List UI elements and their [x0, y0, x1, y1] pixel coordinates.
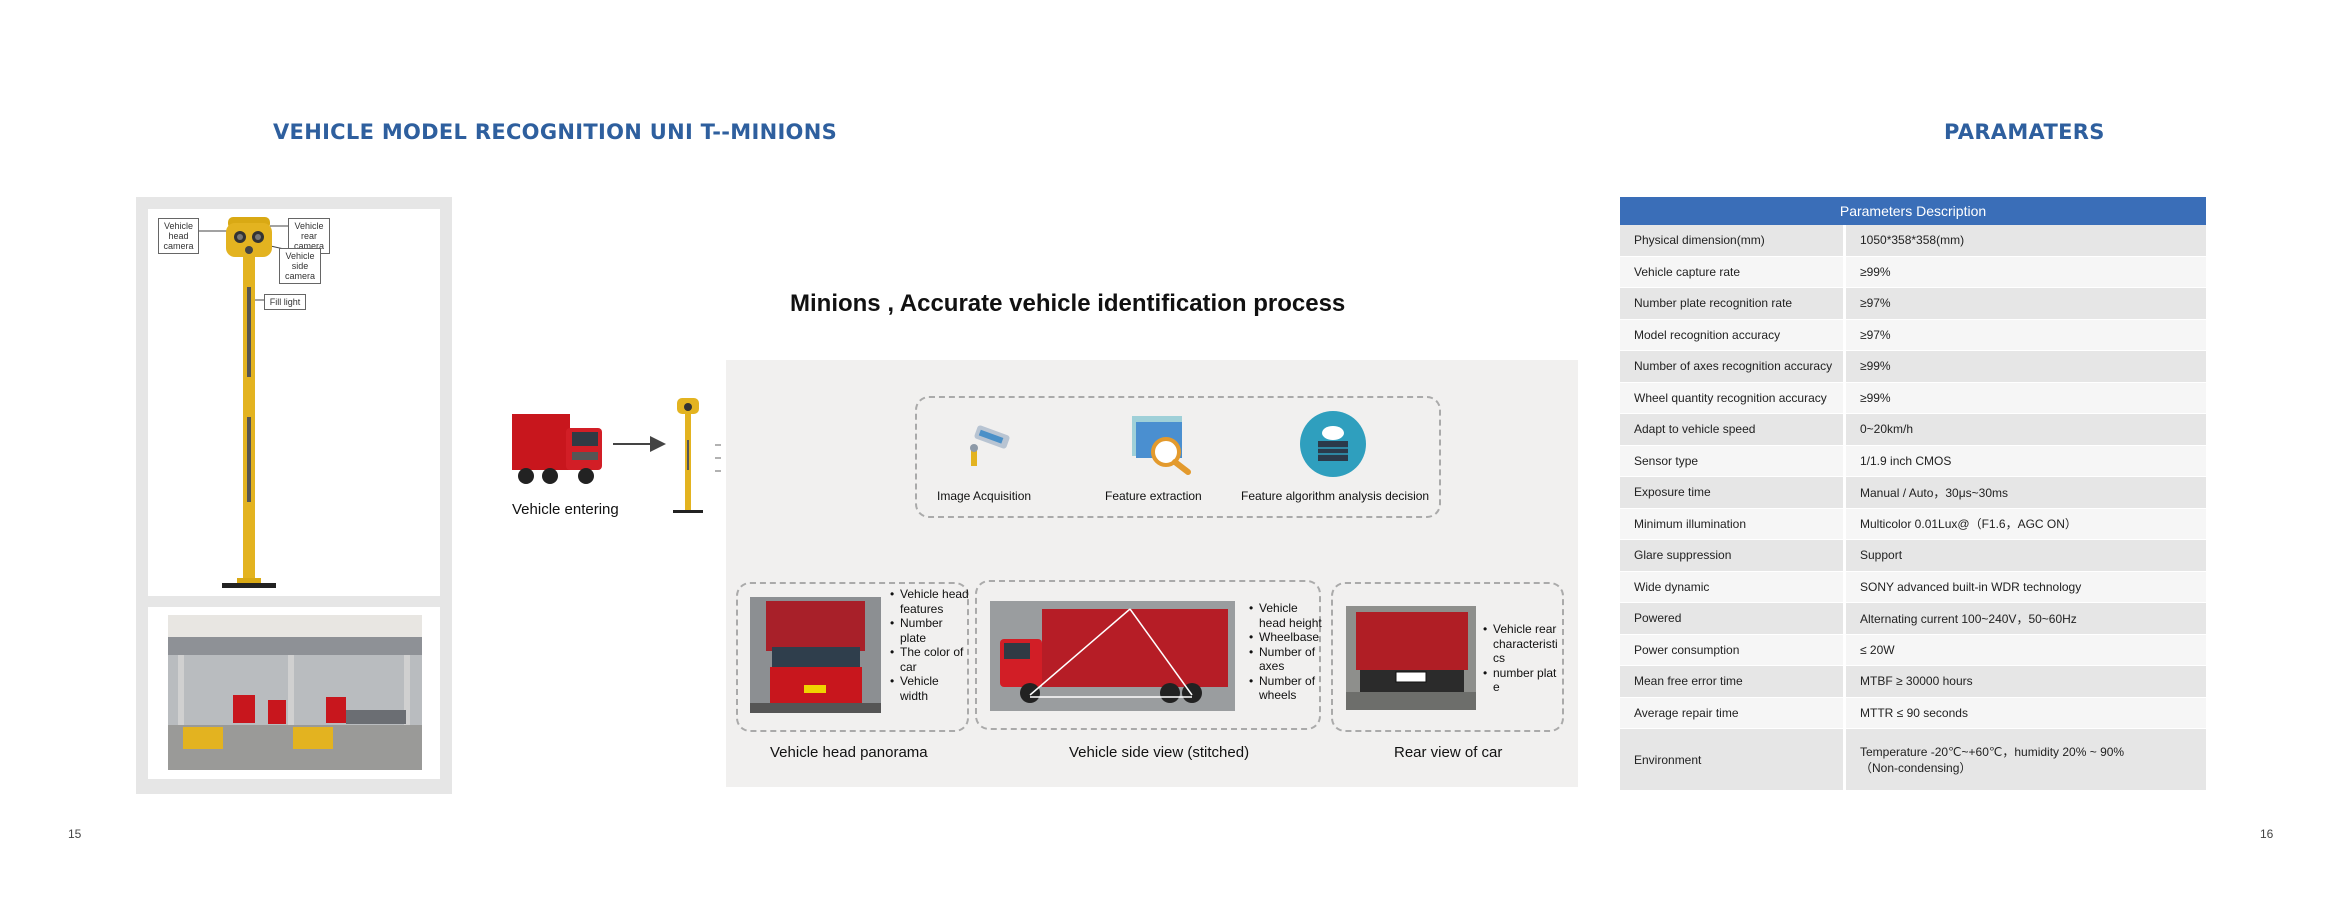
param-name: Vehicle capture rate [1620, 256, 1846, 288]
param-value: ≥99% [1846, 256, 2206, 288]
truck-front-photo [750, 597, 881, 713]
param-name: Mean free error time [1620, 666, 1846, 698]
param-value: 1/1.9 inch CMOS [1846, 445, 2206, 477]
param-name: Glare suppression [1620, 540, 1846, 572]
param-value: ≥97% [1846, 288, 2206, 320]
feature-item: number plate [1483, 666, 1558, 695]
feature-item: The color of car [890, 645, 970, 674]
param-name: Exposure time [1620, 477, 1846, 509]
param-value: ≤ 20W [1846, 634, 2206, 666]
table-row: Wheel quantity recognition accuracy≥99% [1620, 382, 2206, 414]
table-row: Number plate recognition rate≥97% [1620, 288, 2206, 320]
left-page-heading: VEHICLE MODEL RECOGNITION UNI T--MINIONS [273, 120, 838, 144]
param-name: Physical dimension(mm) [1620, 225, 1846, 257]
table-row: Model recognition accuracy≥97% [1620, 319, 2206, 351]
caption-side-view: Vehicle side view (stitched) [1069, 744, 1250, 761]
param-value: MTTR ≤ 90 seconds [1846, 697, 2206, 729]
rear-features-list: Vehicle rear characteristics number plat… [1483, 622, 1558, 695]
toll-station-illustration [168, 615, 422, 770]
callout-head-camera: Vehicle head camera [158, 218, 199, 254]
param-value: MTBF ≥ 30000 hours [1846, 666, 2206, 698]
head-features-list: Vehicle head features Number plate The c… [890, 587, 970, 703]
process-title: Minions , Accurate vehicle identificatio… [790, 290, 1346, 317]
right-page-heading: PARAMATERS [1944, 120, 2105, 144]
table-row: Vehicle capture rate≥99% [1620, 256, 2206, 288]
feature-item: Wheelbase [1249, 630, 1323, 645]
param-name: Sensor type [1620, 445, 1846, 477]
page-number-left: 15 [68, 827, 82, 841]
param-name: Wide dynamic [1620, 571, 1846, 603]
parameters-table: Parameters Description Physical dimensio… [1620, 197, 2206, 791]
param-name: Number plate recognition rate [1620, 288, 1846, 320]
param-name: Minimum illumination [1620, 508, 1846, 540]
vehicle-entering-label: Vehicle entering [512, 501, 619, 518]
feature-item: Vehicle rear characteristics [1483, 622, 1558, 666]
entering-truck-illustration [512, 414, 602, 484]
param-value: 0~20km/h [1846, 414, 2206, 446]
cloud-server-icon [1300, 411, 1366, 477]
param-name: Environment [1620, 729, 1846, 791]
truck-side-photo [990, 601, 1235, 711]
product-image-panel: Vehicle head camera Vehicle rear camera … [136, 197, 452, 794]
recognition-pole-illustration [198, 217, 288, 588]
callout-side-camera: Vehicle side camera [279, 248, 321, 284]
processing-steps-box [915, 396, 1441, 518]
param-value: Manual / Auto，30μs~30ms [1846, 477, 2206, 509]
toll-station-photo [148, 607, 440, 779]
feature-magnifier-icon [1132, 416, 1191, 475]
feature-item: Number of axes [1249, 645, 1323, 674]
page-number-right: 16 [2260, 827, 2274, 841]
table-row: Power consumption≤ 20W [1620, 634, 2206, 666]
feature-item: Vehicle head features [890, 587, 970, 616]
camera-icon [970, 425, 1010, 466]
param-name: Wheel quantity recognition accuracy [1620, 382, 1846, 414]
param-name: Power consumption [1620, 634, 1846, 666]
param-value: SONY advanced built-in WDR technology [1846, 571, 2206, 603]
param-name: Number of axes recognition accuracy [1620, 351, 1846, 383]
param-name: Adapt to vehicle speed [1620, 414, 1846, 446]
table-row: Physical dimension(mm)1050*358*358(mm) [1620, 225, 2206, 257]
truck-rear-photo [1346, 606, 1476, 710]
side-features-list: Vehicle head height Wheelbase Number of … [1249, 601, 1323, 703]
param-value: ≥99% [1846, 351, 2206, 383]
caption-rear-view: Rear view of car [1394, 744, 1503, 761]
parameters-table-header: Parameters Description [1620, 197, 2206, 225]
step-feature-extraction: Feature extraction [1105, 489, 1202, 503]
pole-diagram: Vehicle head camera Vehicle rear camera … [148, 209, 440, 596]
caption-head-panorama: Vehicle head panorama [770, 744, 928, 761]
param-name: Powered [1620, 603, 1846, 635]
feature-item: Number plate [890, 616, 970, 645]
output-rear-box [1331, 582, 1564, 732]
param-value: ≥99% [1846, 382, 2206, 414]
param-name: Average repair time [1620, 697, 1846, 729]
table-row: Number of axes recognition accuracy≥99% [1620, 351, 2206, 383]
feature-item: Vehicle width [890, 674, 970, 703]
param-value: Support [1846, 540, 2206, 572]
param-value: 1050*358*358(mm) [1846, 225, 2206, 257]
param-value: Multicolor 0.01Lux@（F1.6，AGC ON） [1846, 508, 2206, 540]
feature-item: Number of wheels [1249, 674, 1323, 703]
param-value: Temperature -20℃~+60℃，humidity 20% ~ 90%… [1846, 729, 2206, 791]
param-name: Model recognition accuracy [1620, 319, 1846, 351]
param-value: Alternating current 100~240V，50~60Hz [1846, 603, 2206, 635]
callout-fill-light: Fill light [264, 294, 306, 310]
param-value: ≥97% [1846, 319, 2206, 351]
feature-item: Vehicle head height [1249, 601, 1323, 630]
step-algorithm-decision: Feature algorithm analysis decision [1241, 489, 1430, 503]
step-image-acquisition: Image Acquisition [937, 489, 1032, 503]
